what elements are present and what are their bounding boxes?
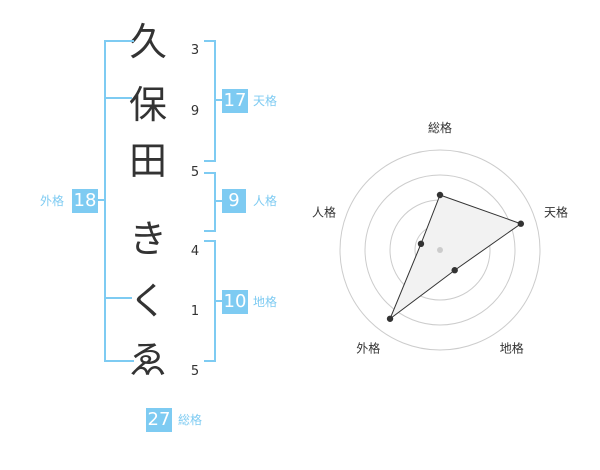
stroke-count-1: 3 xyxy=(190,43,200,58)
name-char-6: ゑ xyxy=(128,338,167,382)
soukaku-label: 総格 xyxy=(178,413,203,427)
gaikaku-tick-2 xyxy=(104,297,132,299)
jinkaku-bracket xyxy=(204,172,216,232)
jinkaku-tick xyxy=(214,200,222,202)
stroke-count-5: 1 xyxy=(190,304,200,319)
stroke-count-4: 4 xyxy=(190,244,200,259)
jinkaku-value: 9 xyxy=(222,189,246,213)
radar-series-polygon xyxy=(388,194,522,321)
name-char-4: き xyxy=(128,217,167,261)
name-char-1: 久 xyxy=(128,20,167,64)
gaikaku-label: 外格 xyxy=(40,194,65,208)
chikaku-tick xyxy=(214,300,222,302)
radar-axis-label-3: 地格 xyxy=(500,341,524,356)
gaikaku-tick-mid xyxy=(96,199,104,201)
radar-ring-3 xyxy=(364,174,516,326)
radar-point-5 xyxy=(417,240,425,248)
radar-point-2 xyxy=(517,220,525,227)
tenkaku-tick xyxy=(214,99,222,101)
radar-axis-label-4: 外格 xyxy=(356,341,380,356)
radar-point-3 xyxy=(451,267,458,274)
stroke-count-6: 5 xyxy=(190,364,200,379)
name-char-3: 田 xyxy=(128,139,167,183)
radar-axis-label-5: 人格 xyxy=(312,204,336,219)
radar-point-1 xyxy=(436,191,444,199)
gaikaku-bracket xyxy=(104,40,134,362)
soukaku-value: 27 xyxy=(146,408,172,432)
name-char-5: く xyxy=(128,279,167,323)
tenkaku-bracket xyxy=(204,40,216,162)
tenkaku-value: 17 xyxy=(222,89,248,113)
radar-axis-label-2: 天格 xyxy=(544,204,568,219)
radar-ring-4 xyxy=(339,149,541,351)
jinkaku-label: 人格 xyxy=(253,194,278,208)
tenkaku-label: 天格 xyxy=(253,94,278,108)
chikaku-label: 地格 xyxy=(253,295,278,309)
gaikaku-value: 18 xyxy=(72,189,98,213)
stroke-count-2: 9 xyxy=(190,104,200,119)
radar-axis-label-1: 総格 xyxy=(428,120,452,135)
radar-point-4 xyxy=(386,315,394,322)
gaikaku-tick-1 xyxy=(104,97,132,99)
chikaku-value: 10 xyxy=(222,290,248,314)
name-char-2: 保 xyxy=(128,83,167,127)
radar-center-point xyxy=(437,247,443,253)
stroke-count-3: 5 xyxy=(190,165,200,180)
